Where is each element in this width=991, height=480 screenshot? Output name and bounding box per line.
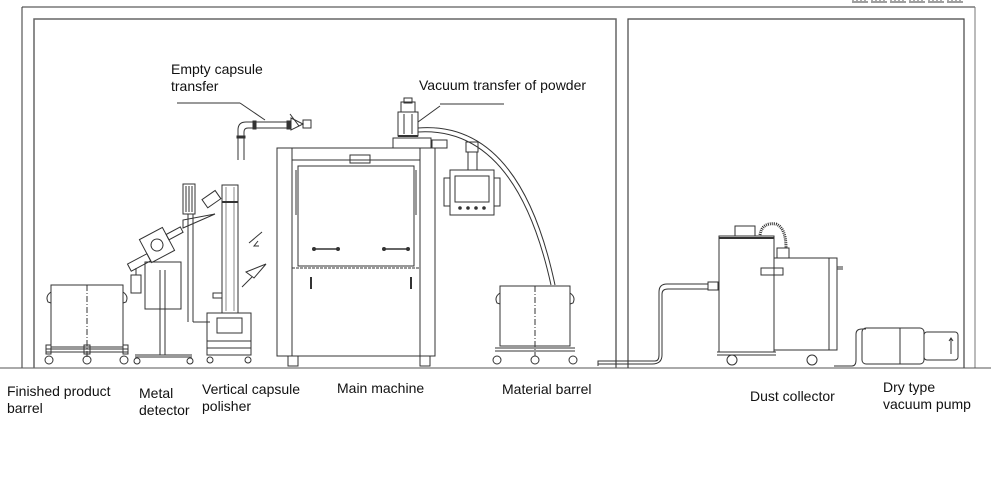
label-dust-collector: Dust collector [750, 388, 835, 404]
vacuum-powder-loader [397, 97, 556, 286]
clipped-header-text [852, 0, 972, 3]
label-material-barrel: Material barrel [502, 381, 592, 397]
dust-duct [597, 281, 719, 366]
room-clean [33, 18, 617, 368]
vertical-capsule-polisher-drawing [182, 183, 267, 364]
room-aux [627, 18, 965, 368]
label-main-machine: Main machine [337, 380, 425, 396]
dust-collector-drawing [717, 222, 843, 366]
label-metal-detector: Metal detector [139, 385, 190, 418]
vacuum-pump-drawing [834, 327, 959, 367]
label-dry-type-vacuum-pump: Dry type vacuum pump [883, 379, 971, 412]
finished-product-barrel-drawing [44, 284, 129, 365]
empty-capsule-transfer-pipe [177, 102, 312, 160]
material-barrel-drawing [492, 285, 578, 365]
callout-vacuum-transfer-powder: Vacuum transfer of powder [419, 77, 587, 93]
main-machine-drawing [276, 137, 501, 367]
metal-detector-drawing [126, 226, 194, 365]
callout-empty-capsule-transfer: Empty capsule transfer [171, 61, 263, 94]
label-finished-product-barrel: Finished product barrel [7, 383, 111, 416]
label-vertical-capsule-polisher: Vertical capsule polisher [202, 381, 301, 414]
outer-frame [0, 6, 991, 369]
